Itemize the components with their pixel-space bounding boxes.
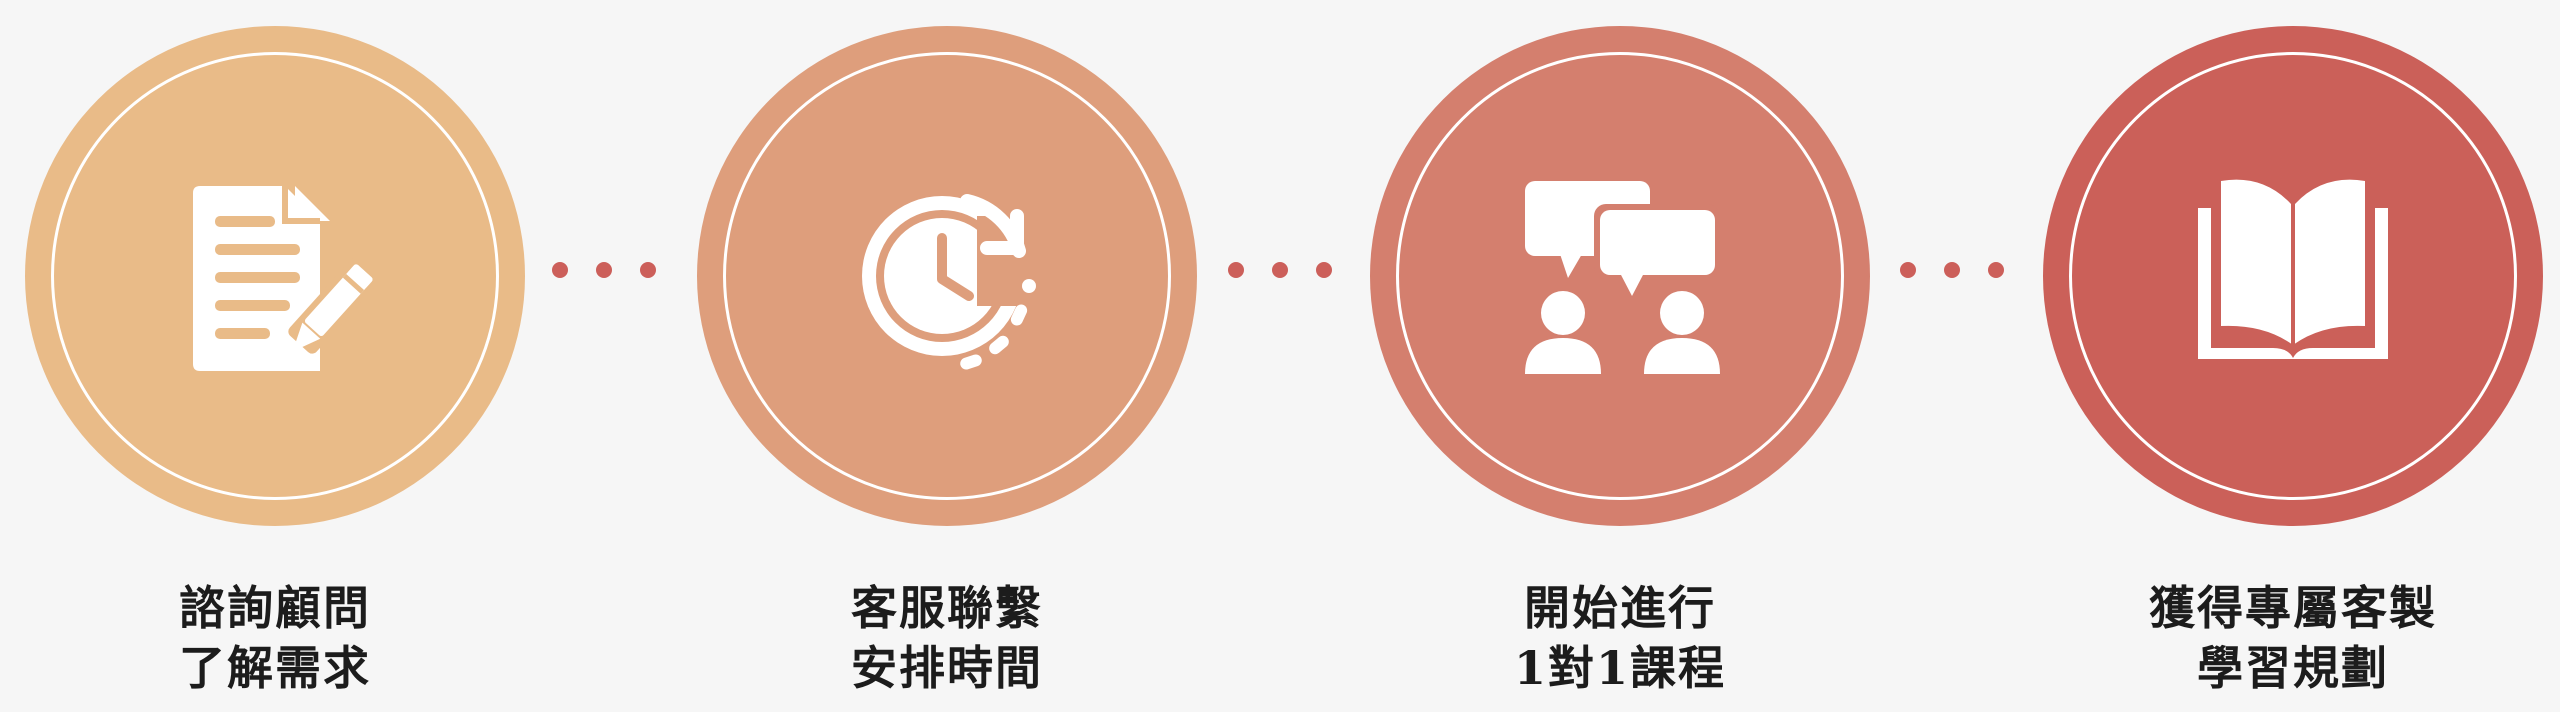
connector-dots-3 xyxy=(1892,257,2012,283)
step-2-title: 客服聯繫 xyxy=(851,581,1043,635)
step-3: 開始進行 1對1課程 xyxy=(1370,0,1870,712)
connector-dot xyxy=(552,262,568,278)
connector-dot xyxy=(1944,262,1960,278)
step-3-title: 開始進行 xyxy=(1524,581,1716,635)
step-4-ring xyxy=(2069,52,2517,500)
connector-dot xyxy=(1900,262,1916,278)
step-2: 客服聯繫 安排時間 xyxy=(697,0,1197,712)
step-1-title: 諮詢顧問 xyxy=(179,581,371,635)
connector-dot xyxy=(596,262,612,278)
step-1-ring xyxy=(51,52,499,500)
connector-dot xyxy=(1988,262,2004,278)
conversation-people-icon xyxy=(1520,176,1720,376)
step-4-subtitle: 學習規劃 xyxy=(2197,641,2389,695)
connector-dots-2 xyxy=(1220,257,1340,283)
connector-dot xyxy=(1272,262,1288,278)
step-2-circle xyxy=(697,26,1197,526)
document-edit-icon xyxy=(175,176,375,376)
step-1: 諮詢顧問 了解需求 xyxy=(25,0,525,712)
step-2-ring xyxy=(723,52,1171,500)
connector-dot xyxy=(1316,262,1332,278)
step-3-subtitle: 1對1課程 xyxy=(1513,641,1726,695)
connector-dots-1 xyxy=(544,257,664,283)
step-3-circle xyxy=(1370,26,1870,526)
open-book-icon xyxy=(2193,176,2393,376)
step-1-subtitle: 了解需求 xyxy=(179,641,371,695)
step-4-circle xyxy=(2043,26,2543,526)
step-2-subtitle: 安排時間 xyxy=(851,641,1043,695)
connector-dot xyxy=(640,262,656,278)
step-1-circle xyxy=(25,26,525,526)
clock-schedule-icon xyxy=(847,176,1047,376)
connector-dot xyxy=(1228,262,1244,278)
step-4: 獲得專屬客製 學習規劃 xyxy=(2043,0,2543,712)
step-3-ring xyxy=(1396,52,1844,500)
step-4-title: 獲得專屬客製 xyxy=(2149,581,2437,635)
